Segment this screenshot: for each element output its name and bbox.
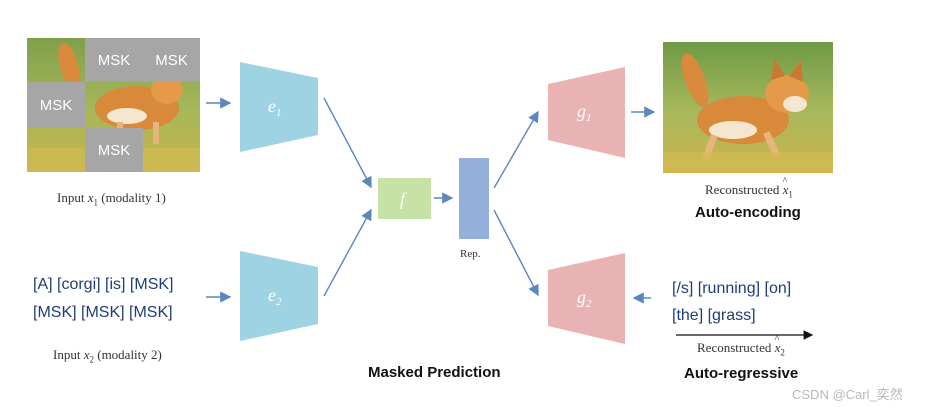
f-label: f (400, 189, 408, 209)
g1-label: g1 (577, 101, 592, 124)
encoder-e1-block (240, 62, 318, 152)
arrow-rep-to-g1 (493, 110, 539, 189)
watermark: CSDN @Carl_奕然 (792, 387, 903, 402)
output2-caption: Reconstructed x^2 (697, 334, 785, 358)
auto-encoding-title: Auto-encoding (695, 204, 801, 221)
output1-caption: Reconstructed x^1 (705, 176, 793, 200)
masked-prediction-title: Masked Prediction (368, 364, 501, 381)
input2-caption: Input x2 (modality 2) (53, 347, 162, 365)
input-image-masked: MSK MSK MSK MSK (27, 38, 200, 172)
e1-label: e1 (268, 96, 282, 119)
input2-tokens-line1: [A] [corgi] [is] [MSK] (33, 276, 174, 293)
mask-block: MSK (85, 38, 143, 82)
auto-regressive-title: Auto-regressive (684, 365, 799, 382)
input2-tokens-line2: [MSK] [MSK] [MSK] (33, 304, 173, 321)
g2-label: g2 (577, 287, 592, 310)
decoder-g1-block (548, 67, 625, 158)
input1-caption: Input x1 (modality 1) (57, 190, 166, 208)
corgi-photo-reconstructed (663, 42, 833, 173)
arrow-rep-to-g2 (493, 209, 539, 297)
mask-block: MSK (27, 82, 85, 128)
arrow-e2-to-f (323, 208, 372, 297)
e2-label: e2 (268, 285, 282, 308)
reconstructed-image (663, 42, 833, 173)
arrow-e1-to-f (323, 97, 372, 189)
representation-bar (459, 158, 489, 239)
mask-block: MSK (143, 38, 200, 82)
fusion-f-block (378, 178, 431, 219)
output2-tokens-line2: [the] [grass] (672, 307, 756, 324)
output2-tokens-line1: [/s] [running] [on] (672, 280, 792, 297)
mask-block: MSK (85, 128, 143, 172)
decoder-g2-block (548, 253, 625, 344)
rep-label: Rep. (460, 248, 481, 260)
encoder-e2-block (240, 251, 318, 341)
